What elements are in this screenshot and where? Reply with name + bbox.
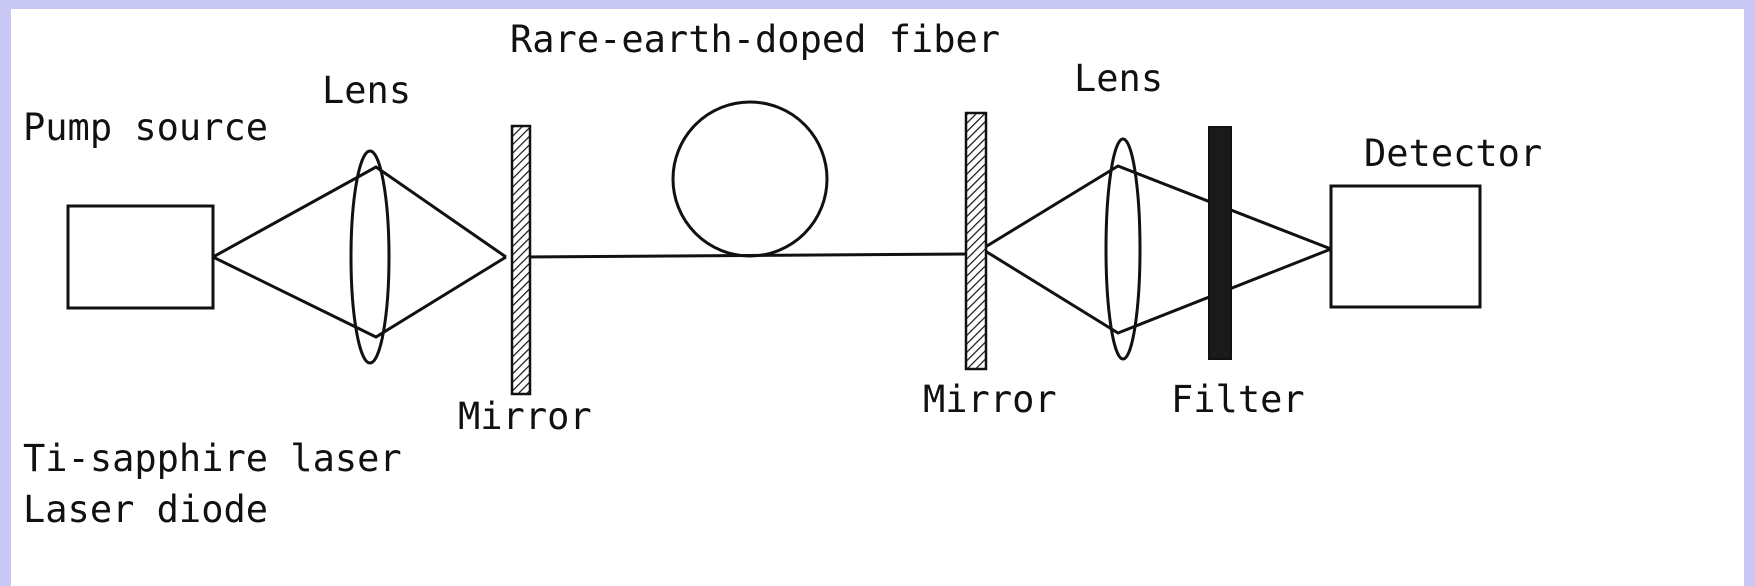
filter-block xyxy=(1208,126,1232,360)
fiber-line xyxy=(520,252,971,259)
beam-right-lower xyxy=(981,247,1332,335)
lens-left xyxy=(349,149,391,365)
label-ti-sapphire-laser: Ti-sapphire laser xyxy=(23,437,402,480)
beam-right-upper xyxy=(981,164,1332,251)
label-detector: Detector xyxy=(1364,132,1543,175)
label-mirror-left: Mirror xyxy=(458,395,592,438)
optical-setup-diagram xyxy=(66,100,1482,396)
diagram-canvas: Pump source Lens Rare-earth-doped fiber … xyxy=(11,9,1744,586)
detector-box xyxy=(1329,184,1482,309)
lens-right xyxy=(1104,137,1142,361)
pump-source-box xyxy=(66,204,215,310)
label-filter: Filter xyxy=(1171,378,1305,421)
beam-left-upper xyxy=(212,165,507,259)
beam-left-lower xyxy=(212,255,507,339)
label-pump-source: Pump source xyxy=(23,106,269,149)
mirror-right xyxy=(964,111,988,371)
label-lens-left: Lens xyxy=(322,69,412,112)
label-laser-diode: Laser diode xyxy=(23,488,269,531)
label-mirror-right: Mirror xyxy=(923,378,1057,421)
fiber-coil xyxy=(671,100,829,258)
label-fiber: Rare-earth-doped fiber xyxy=(510,18,1001,61)
mirror-left xyxy=(510,124,532,396)
label-lens-right: Lens xyxy=(1074,57,1164,100)
